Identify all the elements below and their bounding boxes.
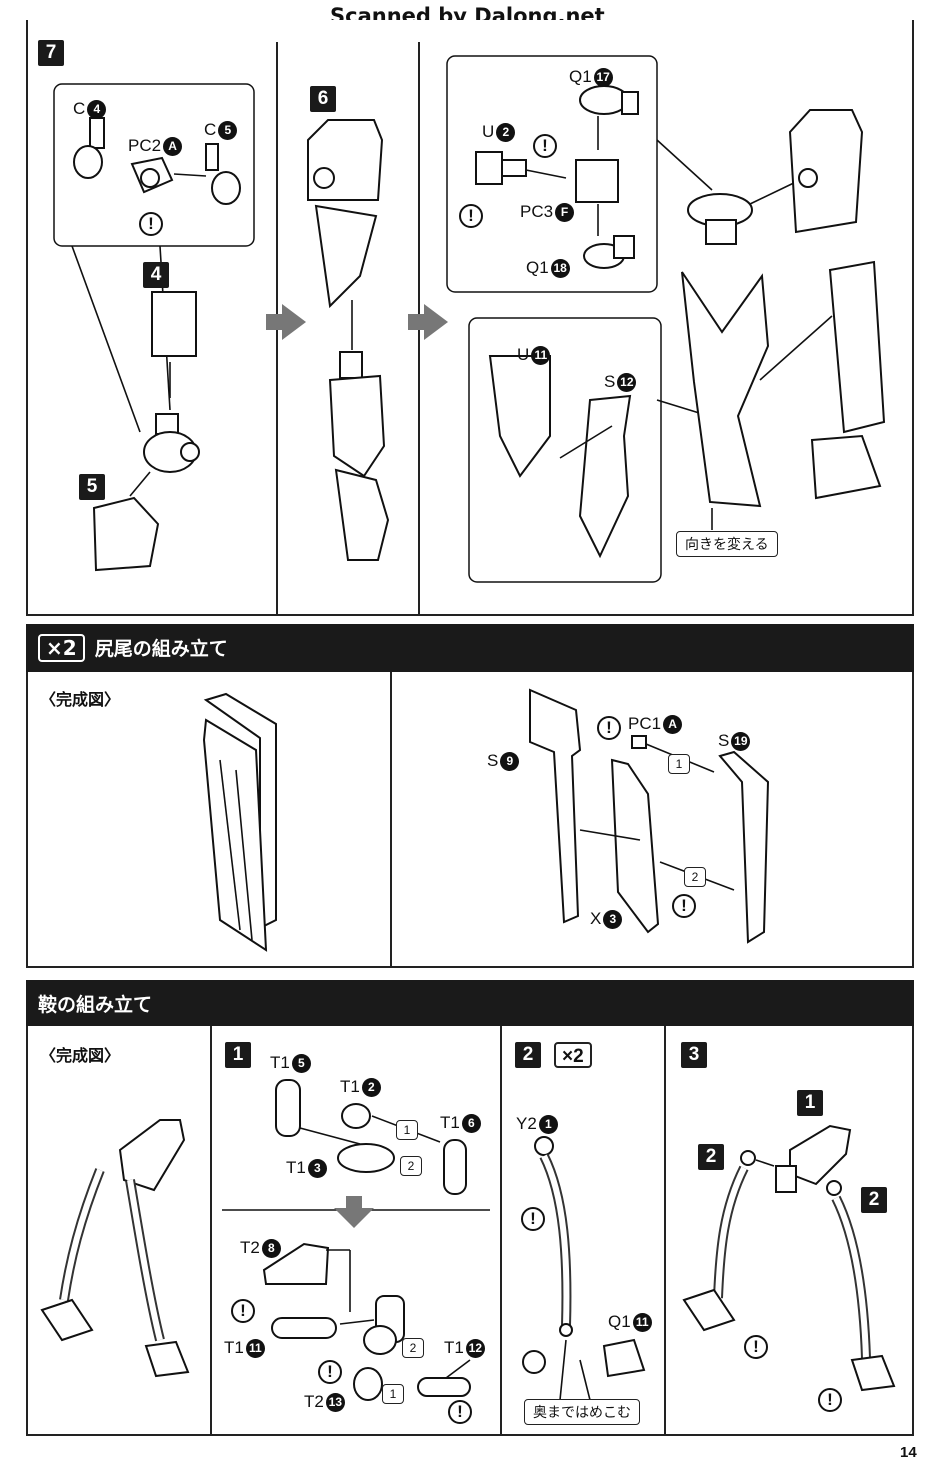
order-mark: 2 bbox=[402, 1338, 424, 1358]
substep-number: 2 bbox=[515, 1042, 541, 1068]
order-mark: 1 bbox=[382, 1384, 404, 1404]
flow-arrow-icon bbox=[408, 304, 448, 340]
warning-icon: ! bbox=[744, 1335, 768, 1359]
callout-number: 2 bbox=[861, 1187, 887, 1213]
knee-joint-drawing bbox=[475, 85, 886, 559]
saddle-assembly-header: 鞍の組み立て bbox=[26, 980, 914, 1026]
order-mark: 1 bbox=[396, 1120, 418, 1140]
order-mark: 2 bbox=[684, 867, 706, 887]
warning-icon: ! bbox=[818, 1388, 842, 1412]
leg-assembly-drawing bbox=[307, 119, 390, 561]
substep-number: 3 bbox=[681, 1042, 707, 1068]
substep-number: 4 bbox=[143, 262, 169, 288]
complete-figure-label: 〈完成図〉 bbox=[40, 690, 121, 709]
multiplier-badge: ×2 bbox=[554, 1042, 592, 1068]
warning-icon: ! bbox=[448, 1400, 472, 1424]
callout-number: 2 bbox=[698, 1144, 724, 1170]
warning-icon: ! bbox=[533, 134, 557, 158]
turn-around-note: 向きを変える bbox=[676, 531, 778, 557]
order-mark: 1 bbox=[668, 754, 690, 774]
sub-assembly-frame bbox=[53, 55, 723, 583]
warning-icon: ! bbox=[231, 1299, 255, 1323]
warning-icon: ! bbox=[521, 1207, 545, 1231]
push-in-note: 奥まではめこむ bbox=[524, 1399, 640, 1425]
order-mark: 2 bbox=[400, 1156, 422, 1176]
callout-number: 1 bbox=[797, 1090, 823, 1116]
tail-complete-drawing bbox=[202, 688, 770, 952]
panel-divider bbox=[390, 672, 392, 968]
substep-number: 5 bbox=[79, 474, 105, 500]
warning-icon: ! bbox=[318, 1360, 342, 1384]
warning-icon: ! bbox=[672, 894, 696, 918]
joint-parts-drawing bbox=[73, 117, 241, 572]
substep-number: 1 bbox=[225, 1042, 251, 1068]
panel-divider bbox=[500, 1026, 502, 1436]
substep-number: 6 bbox=[310, 86, 336, 112]
complete-figure-label: 〈完成図〉 bbox=[40, 1046, 121, 1065]
warning-icon: ! bbox=[597, 716, 621, 740]
step-number: 7 bbox=[38, 40, 64, 66]
panel-divider bbox=[664, 1026, 666, 1436]
panel-divider bbox=[210, 1026, 212, 1436]
warning-icon: ! bbox=[459, 204, 483, 228]
warning-icon: ! bbox=[139, 212, 163, 236]
flow-arrow-icon bbox=[266, 304, 306, 340]
page-number: 14 bbox=[900, 1444, 917, 1461]
